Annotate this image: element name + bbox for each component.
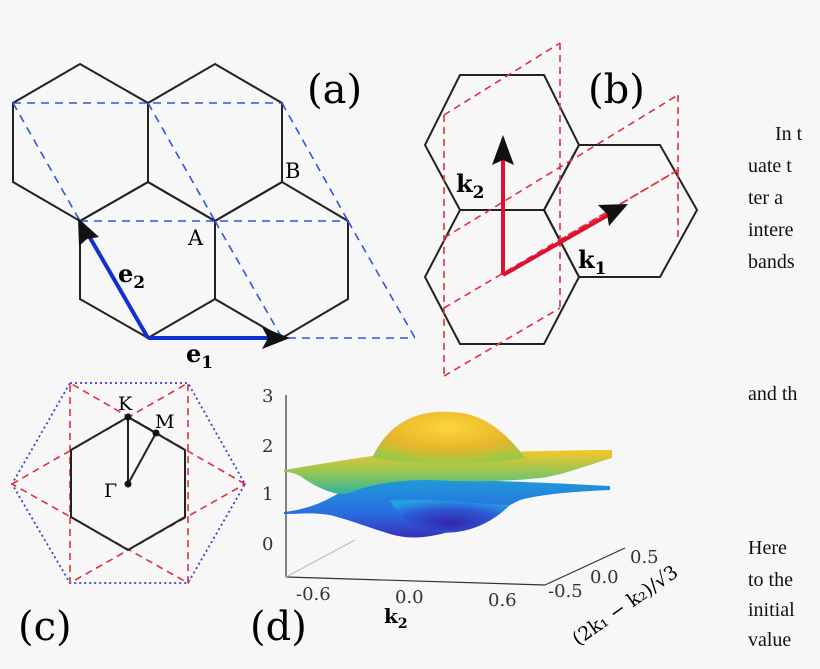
y-tick-label: 0.0 [590, 567, 619, 588]
brillouin-zone [70, 415, 186, 552]
vector-k1-head [598, 204, 628, 226]
floor-back-edge [285, 539, 356, 578]
panel-b-label: (b) [588, 67, 645, 113]
point-Gamma-dot [124, 480, 132, 488]
panel-a: (a) A B e2 e1 [12, 62, 416, 373]
y-tick-label: -0.5 [548, 581, 583, 602]
unit-cell-dashed [12, 102, 416, 339]
reciprocal-cell-dashed [443, 42, 679, 377]
x-axis-label: k2 [384, 604, 408, 632]
vector-e1-label: e1 [186, 339, 213, 373]
upper-band-surface [284, 450, 612, 495]
z-tick-label: 1 [262, 484, 273, 505]
x-axis [285, 576, 546, 586]
point-K-dot [124, 413, 132, 421]
point-M-dot [152, 429, 160, 437]
point-K-label: K [118, 393, 133, 415]
panel-b: (b) k2 k1 [423, 42, 699, 377]
vector-k2-label: k2 [456, 169, 484, 203]
x-tick-label: 0.0 [395, 587, 424, 608]
side-text-line: value [748, 629, 792, 651]
y-axis-label: (2k₁ − k₂)/√3 [568, 561, 682, 650]
side-text-line: ter a [748, 187, 783, 209]
side-text-line: bands [748, 251, 795, 273]
panel-c: K M Γ (c) [10, 381, 247, 650]
side-text-line: initial [748, 599, 795, 621]
z-tick-label: 3 [262, 386, 273, 407]
high-symmetry-path [127, 415, 158, 485]
y-axis-floor [544, 547, 626, 586]
vector-k1-label: k1 [578, 245, 606, 279]
x-tick-label: 0.6 [488, 590, 517, 611]
vector-e1-head [262, 327, 290, 349]
x-ticks: -0.6 0.0 0.6 [296, 584, 517, 611]
side-text-line: intere [748, 219, 794, 241]
vector-e2-head [78, 218, 99, 246]
honeycomb-lattice [12, 62, 349, 340]
reciprocal-hexagons [423, 74, 699, 345]
side-text-line: and th [748, 383, 798, 405]
point-M-label: M [155, 411, 174, 433]
vector-k1 [502, 213, 609, 277]
side-text-line: Here [748, 537, 787, 559]
point-Gamma-label: Γ [104, 480, 117, 502]
panel-c-label: (c) [18, 604, 72, 650]
site-B-label: B [285, 159, 300, 183]
lower-band-bowl [390, 499, 510, 533]
z-ticks: 3 2 1 0 [262, 386, 273, 555]
side-text-line: to the [748, 569, 793, 591]
vector-e2-label: e2 [118, 259, 145, 293]
y-tick-label: 0.5 [630, 547, 659, 568]
vector-k2-head [492, 135, 514, 165]
reciprocal-vectors [492, 135, 628, 277]
upper-band-dome [372, 411, 525, 464]
y-ticks: -0.5 0.0 0.5 [548, 547, 659, 602]
side-text-line: uate t [748, 155, 792, 177]
x-tick-label: -0.6 [296, 584, 331, 605]
primitive-vectors [78, 218, 290, 349]
site-A-label: A [187, 226, 204, 250]
z-tick-label: 2 [262, 436, 273, 457]
panel-d: 3 2 1 0 -0.6 0.0 0.6 k2 -0.5 0.0 0.5 (2k… [250, 386, 682, 650]
vector-e2 [87, 234, 150, 340]
panel-a-label: (a) [307, 67, 362, 113]
z-tick-label: 0 [262, 534, 273, 555]
panel-d-label: (d) [250, 604, 307, 650]
side-text-line: In t [775, 123, 803, 145]
